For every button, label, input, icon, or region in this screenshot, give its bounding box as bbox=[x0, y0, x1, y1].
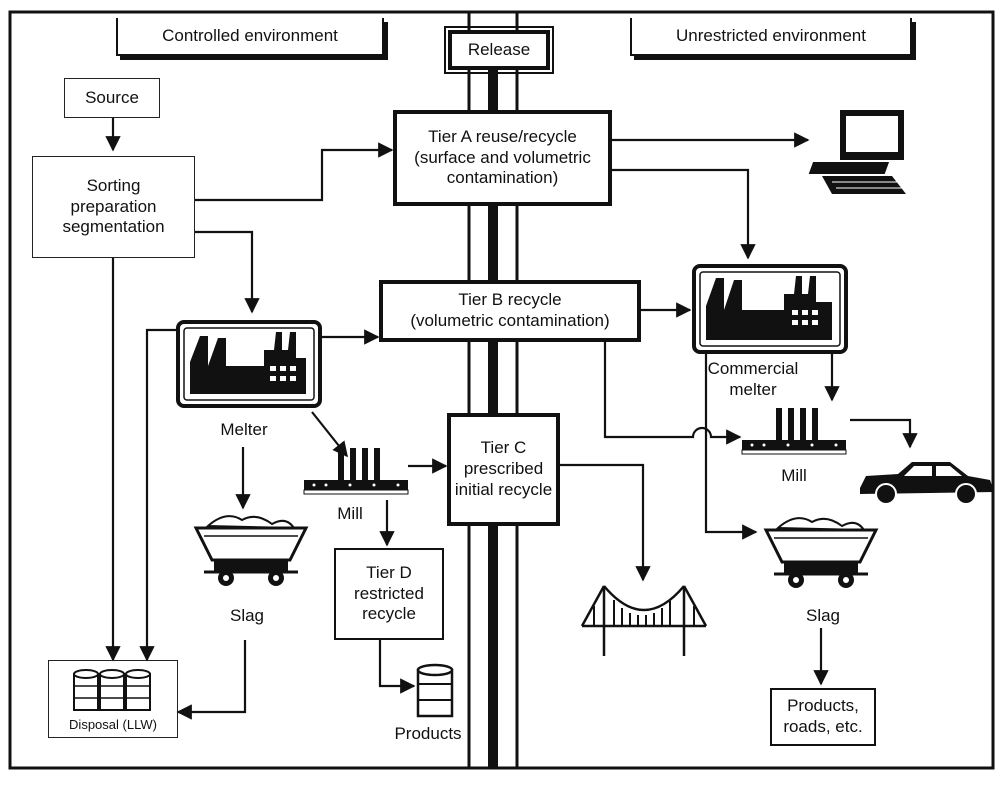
source-node: Source bbox=[64, 78, 160, 118]
slag-cart-icon bbox=[763, 517, 879, 588]
tier-c-line-2: prescribed bbox=[463, 459, 544, 479]
melter-label: Melter bbox=[220, 420, 268, 439]
commercial-melter-line-2: melter bbox=[729, 380, 777, 400]
tier-c-line-3: initial recycle bbox=[454, 479, 553, 499]
products-left-label: Products bbox=[394, 724, 462, 743]
tier-a-line-1: Tier A reuse/recycle bbox=[428, 126, 577, 146]
tier-a-node: Tier A reuse/recycle (surface and volume… bbox=[393, 110, 612, 206]
disposal-node: Disposal (LLW) bbox=[48, 660, 178, 738]
sorting-line-1: Sorting bbox=[86, 175, 141, 195]
controlled-environment-label: Controlled environment bbox=[162, 25, 338, 45]
tier-a-line-3: contamination) bbox=[446, 168, 559, 188]
factory-icon bbox=[176, 320, 322, 408]
slag-right-label: Slag bbox=[805, 606, 841, 625]
car-icon bbox=[860, 462, 994, 505]
products-right-line-1: Products, bbox=[787, 696, 859, 716]
unrestricted-environment-header: Unrestricted environment bbox=[630, 18, 912, 56]
tier-b-line-2: (volumetric contamination) bbox=[410, 311, 610, 330]
unrestricted-environment-label: Unrestricted environment bbox=[676, 25, 866, 45]
tier-c-node: Tier C prescribed initial recycle bbox=[447, 413, 560, 526]
release-header: Release bbox=[444, 26, 554, 74]
sorting-line-3: segmentation bbox=[62, 217, 165, 237]
slag-cart-icon bbox=[193, 515, 309, 586]
sorting-line-2: preparation bbox=[70, 196, 157, 216]
tier-d-line-1: Tier D bbox=[366, 562, 412, 582]
controlled-environment-header: Controlled environment bbox=[116, 18, 384, 56]
mill-icon bbox=[741, 408, 847, 455]
commercial-melter-line-1: Commercial bbox=[707, 359, 799, 378]
flow-arrows bbox=[105, 118, 918, 720]
mill-left-label: Mill bbox=[337, 504, 363, 523]
bridge-icon bbox=[580, 585, 708, 656]
release-label: Release bbox=[467, 39, 531, 59]
disposal-label: Disposal (LLW) bbox=[69, 717, 157, 733]
sorting-node: Sorting preparation segmentation bbox=[32, 156, 195, 258]
drums-icon bbox=[73, 669, 151, 711]
tier-c-line-1: Tier C bbox=[480, 438, 527, 458]
mill-icon bbox=[303, 448, 409, 495]
mill-right-label: Mill bbox=[781, 466, 807, 485]
products-right-node: Products, roads, etc. bbox=[770, 688, 876, 746]
tier-d-line-2: restricted bbox=[354, 583, 424, 603]
drum-icon bbox=[416, 663, 454, 718]
products-right-line-2: roads, etc. bbox=[783, 717, 863, 736]
commercial-melter-label: Commercial melter bbox=[700, 358, 806, 401]
tier-d-line-3: recycle bbox=[362, 604, 416, 624]
source-label: Source bbox=[85, 87, 139, 107]
tier-a-line-2: (surface and volumetric bbox=[414, 147, 591, 167]
factory-icon bbox=[692, 264, 848, 354]
slag-left-label: Slag bbox=[229, 606, 265, 625]
computer-icon bbox=[808, 110, 906, 194]
tier-d-node: Tier D restricted recycle bbox=[334, 548, 444, 640]
tier-b-node: Tier B recycle (volumetric contamination… bbox=[379, 280, 641, 342]
tier-b-line-1: Tier B recycle bbox=[458, 290, 562, 310]
